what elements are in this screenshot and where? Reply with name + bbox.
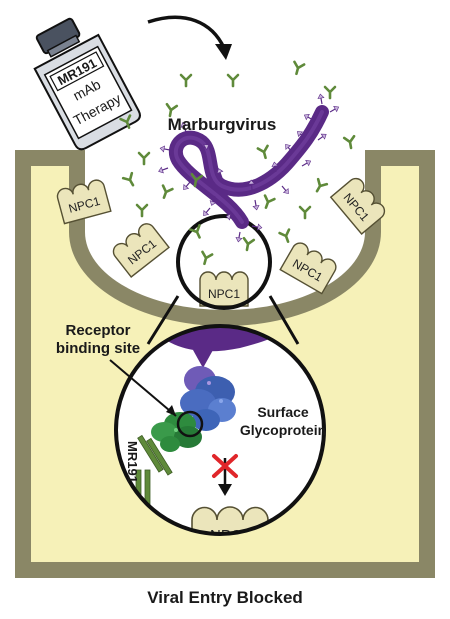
- npc1-receptor: NPC1: [56, 179, 112, 225]
- mab-vial: MR191 mAb Therapy: [33, 17, 141, 151]
- npc1-receptor: NPC1: [329, 177, 386, 235]
- virus-label: Marburgvirus: [168, 115, 277, 134]
- svg-text:NPC1: NPC1: [210, 527, 250, 544]
- npc1-receptor: NPC1: [112, 223, 170, 278]
- antibody-label: MR191: [125, 441, 140, 483]
- binding-site-pointer: [109, 359, 177, 417]
- receptor-binding-label-line2: binding site: [56, 340, 140, 357]
- surface-glycoprotein-label-line1: Surface: [257, 404, 309, 420]
- zoom-connector: [146, 295, 300, 345]
- receptor-binding-label-line1: Receptor: [65, 322, 130, 339]
- svg-text:NPC1: NPC1: [208, 287, 240, 301]
- npc1-receptor-zoom: NPC1: [191, 506, 269, 544]
- marburg-virus: [156, 93, 341, 243]
- npc1-receptor: NPC1: [279, 242, 337, 295]
- binding-site-marker: [176, 410, 204, 438]
- npc1-receptor-center: NPC1: [199, 271, 249, 307]
- magnifier-circle: [176, 214, 272, 310]
- caption: Viral Entry Blocked: [147, 588, 303, 607]
- surface-glycoprotein-label-line2: Glycoprotein: [240, 422, 326, 438]
- block-x-icon: [212, 454, 238, 478]
- treatment-arrow: [147, 15, 226, 49]
- mr191-antibody: [135, 434, 173, 513]
- zoom-view: NPC1: [114, 324, 326, 544]
